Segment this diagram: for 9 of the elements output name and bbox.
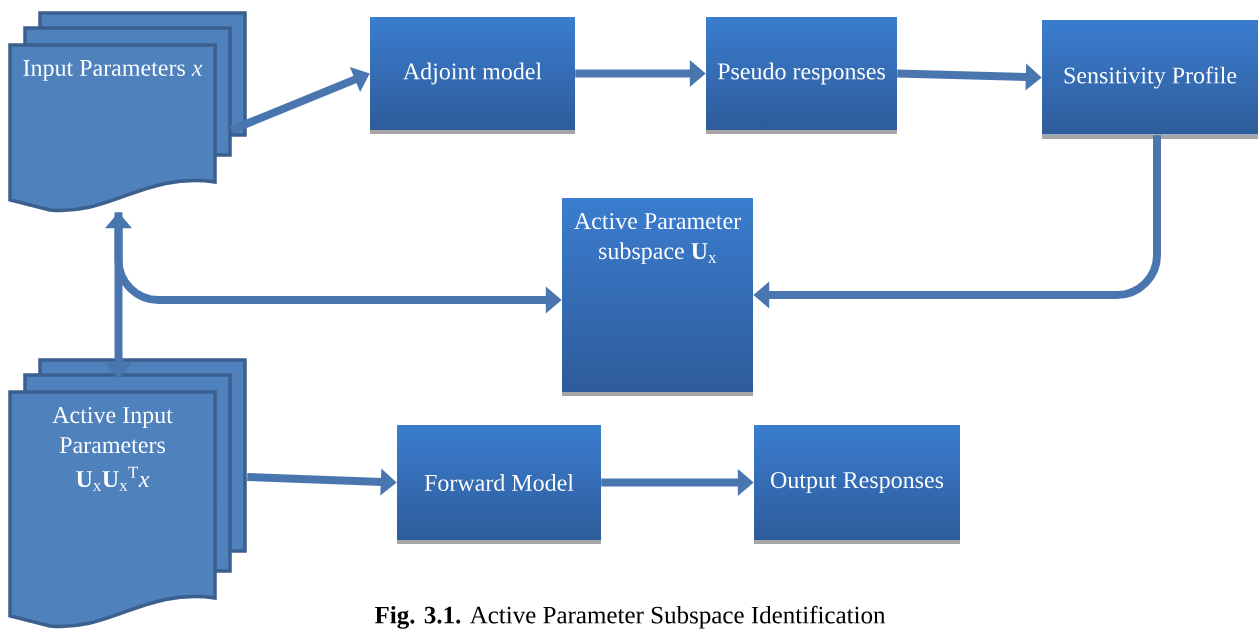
document-stack: Input Parameters x (8, 11, 247, 213)
process-box: Adjoint model (370, 17, 575, 134)
process-box: Output Responses (754, 425, 960, 544)
process-box: Sensitivity Profile (1042, 20, 1258, 139)
document-stack: Active Input Parameters U$_{x}$U$_{x}$$^{T}$x (8, 358, 247, 629)
process-box: Pseudo responses (706, 17, 897, 134)
process-box: Forward Model (397, 425, 601, 544)
process-box: Active Parameter subspace U$_{x}$ (562, 198, 753, 396)
caption: Fig. 3.1. Active Parameter Subspace Identification (374, 605, 886, 629)
